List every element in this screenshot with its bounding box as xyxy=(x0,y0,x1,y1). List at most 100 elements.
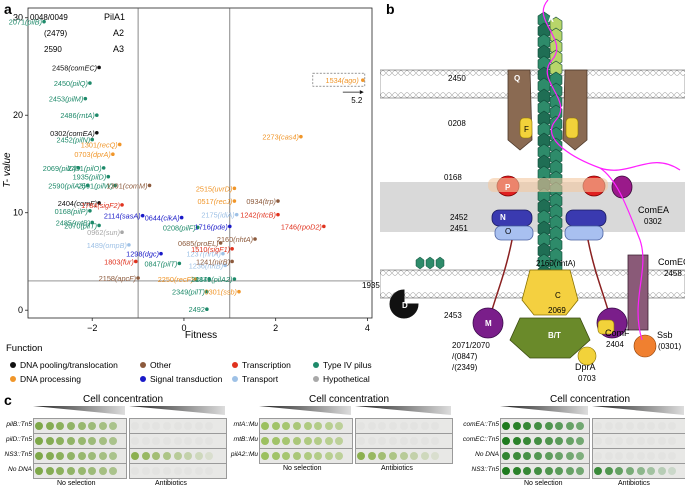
colony-spot xyxy=(67,422,76,430)
colony-spot xyxy=(410,452,419,460)
colony-spot xyxy=(576,437,585,445)
colony-spot xyxy=(544,422,553,430)
point-label: 2479(pilA2) xyxy=(195,275,232,284)
concentration-wedge xyxy=(33,406,125,415)
colony-spot xyxy=(594,452,603,460)
colony-spot xyxy=(668,422,677,430)
colony-spot xyxy=(163,437,172,445)
lipid-head xyxy=(602,270,608,276)
colony-spot xyxy=(131,452,140,460)
colony-spot xyxy=(357,422,366,430)
no-selection-plate-row xyxy=(500,448,590,464)
colony-spot xyxy=(367,422,376,430)
strain-label: comEA::Tn5 xyxy=(463,421,499,428)
colony-spot xyxy=(668,467,677,475)
colony-spot xyxy=(282,437,291,445)
colony-spot xyxy=(184,467,193,475)
lipid-head xyxy=(500,92,506,98)
colony-spot xyxy=(604,422,613,430)
lipid-head xyxy=(590,270,596,276)
lipid-head xyxy=(596,292,602,298)
lipid-head xyxy=(386,70,392,76)
colony-spot xyxy=(163,452,172,460)
point-label: 2590(pilA3) xyxy=(48,181,85,190)
data-point xyxy=(193,277,198,281)
data-point xyxy=(127,243,131,247)
point-label: 0644(cikA) xyxy=(145,214,180,223)
lipid-head xyxy=(416,292,422,298)
strain-label: NS3::Tn5 xyxy=(471,466,499,473)
lipid-head xyxy=(446,92,452,98)
lipid-head xyxy=(488,292,494,298)
point-label: 0962(sun) xyxy=(87,228,120,237)
pilD-peptidase xyxy=(389,289,419,319)
colony-spot xyxy=(271,452,280,460)
data-point xyxy=(223,263,228,268)
lipid-head xyxy=(650,270,656,276)
lipid-head xyxy=(518,270,524,276)
point-labels: 2071(pilB)2458(comEC)2450(pilQ)2453(pilM… xyxy=(9,18,366,314)
colony-spot xyxy=(657,437,666,445)
point-label: 1746(rpoD2) xyxy=(281,222,322,231)
colony-spot xyxy=(335,452,344,460)
colony-spot xyxy=(431,422,440,430)
antibiotics-plate-row xyxy=(129,463,227,479)
point-label: 2160(nhtA) xyxy=(217,235,253,244)
colony-spot xyxy=(615,452,624,460)
colony-spot xyxy=(399,422,408,430)
lipid-head xyxy=(662,292,668,298)
colony-spot xyxy=(131,467,140,475)
pilO-protein xyxy=(494,225,534,241)
colony-spot xyxy=(420,437,429,445)
lipid-head xyxy=(422,92,428,98)
data-point xyxy=(218,241,223,245)
lipid-head xyxy=(668,70,674,76)
lipid-head xyxy=(584,270,590,276)
point-label: 0302(comEA) xyxy=(50,129,95,138)
model-label: 2453 xyxy=(444,311,462,320)
colony-spot xyxy=(565,467,574,475)
cell-concentration-title: Cell concentration xyxy=(550,394,631,405)
x-tick-label: 0 xyxy=(181,323,186,333)
lipid-head xyxy=(608,292,614,298)
colony-spot xyxy=(35,422,44,430)
colony-spot xyxy=(109,437,118,445)
lipid-head xyxy=(440,92,446,98)
lipid-head xyxy=(596,92,602,98)
colony-spot xyxy=(324,422,333,430)
antibiotics-plate-row xyxy=(592,418,685,434)
colony-spot xyxy=(410,422,419,430)
colony-spot xyxy=(502,467,511,475)
colony-spot xyxy=(626,437,635,445)
antibiotics-plate-row xyxy=(355,448,453,464)
colony-spot xyxy=(604,467,613,475)
point-label: 0685(proEL) xyxy=(178,239,219,248)
colony-spot xyxy=(576,452,585,460)
legend-swatch xyxy=(140,362,146,368)
no-selection-plate-row xyxy=(500,433,590,449)
model-label: B/T xyxy=(548,331,561,340)
colony-spot xyxy=(668,437,677,445)
lipid-head xyxy=(476,70,482,76)
colony-spot xyxy=(314,437,323,445)
x-tick-label: 2 xyxy=(273,323,278,333)
lipid-head xyxy=(674,270,680,276)
colony-spot xyxy=(636,437,645,445)
y-tick-label: 10 xyxy=(13,208,23,218)
colony-spot xyxy=(173,452,182,460)
colony-spot xyxy=(98,422,107,430)
data-point xyxy=(95,130,99,135)
no-selection-plate-row xyxy=(259,418,353,434)
lipid-head xyxy=(656,270,662,276)
lipid-head xyxy=(680,270,685,276)
colony-spot xyxy=(555,437,564,445)
colony-spot xyxy=(502,452,511,460)
data-point xyxy=(179,215,184,220)
colony-spot xyxy=(431,452,440,460)
lipid-head xyxy=(608,70,614,76)
colony-spot xyxy=(378,422,387,430)
colony-spot xyxy=(77,422,86,430)
point-label: 2175(idiA) xyxy=(201,211,234,220)
lipid-head xyxy=(482,70,488,76)
